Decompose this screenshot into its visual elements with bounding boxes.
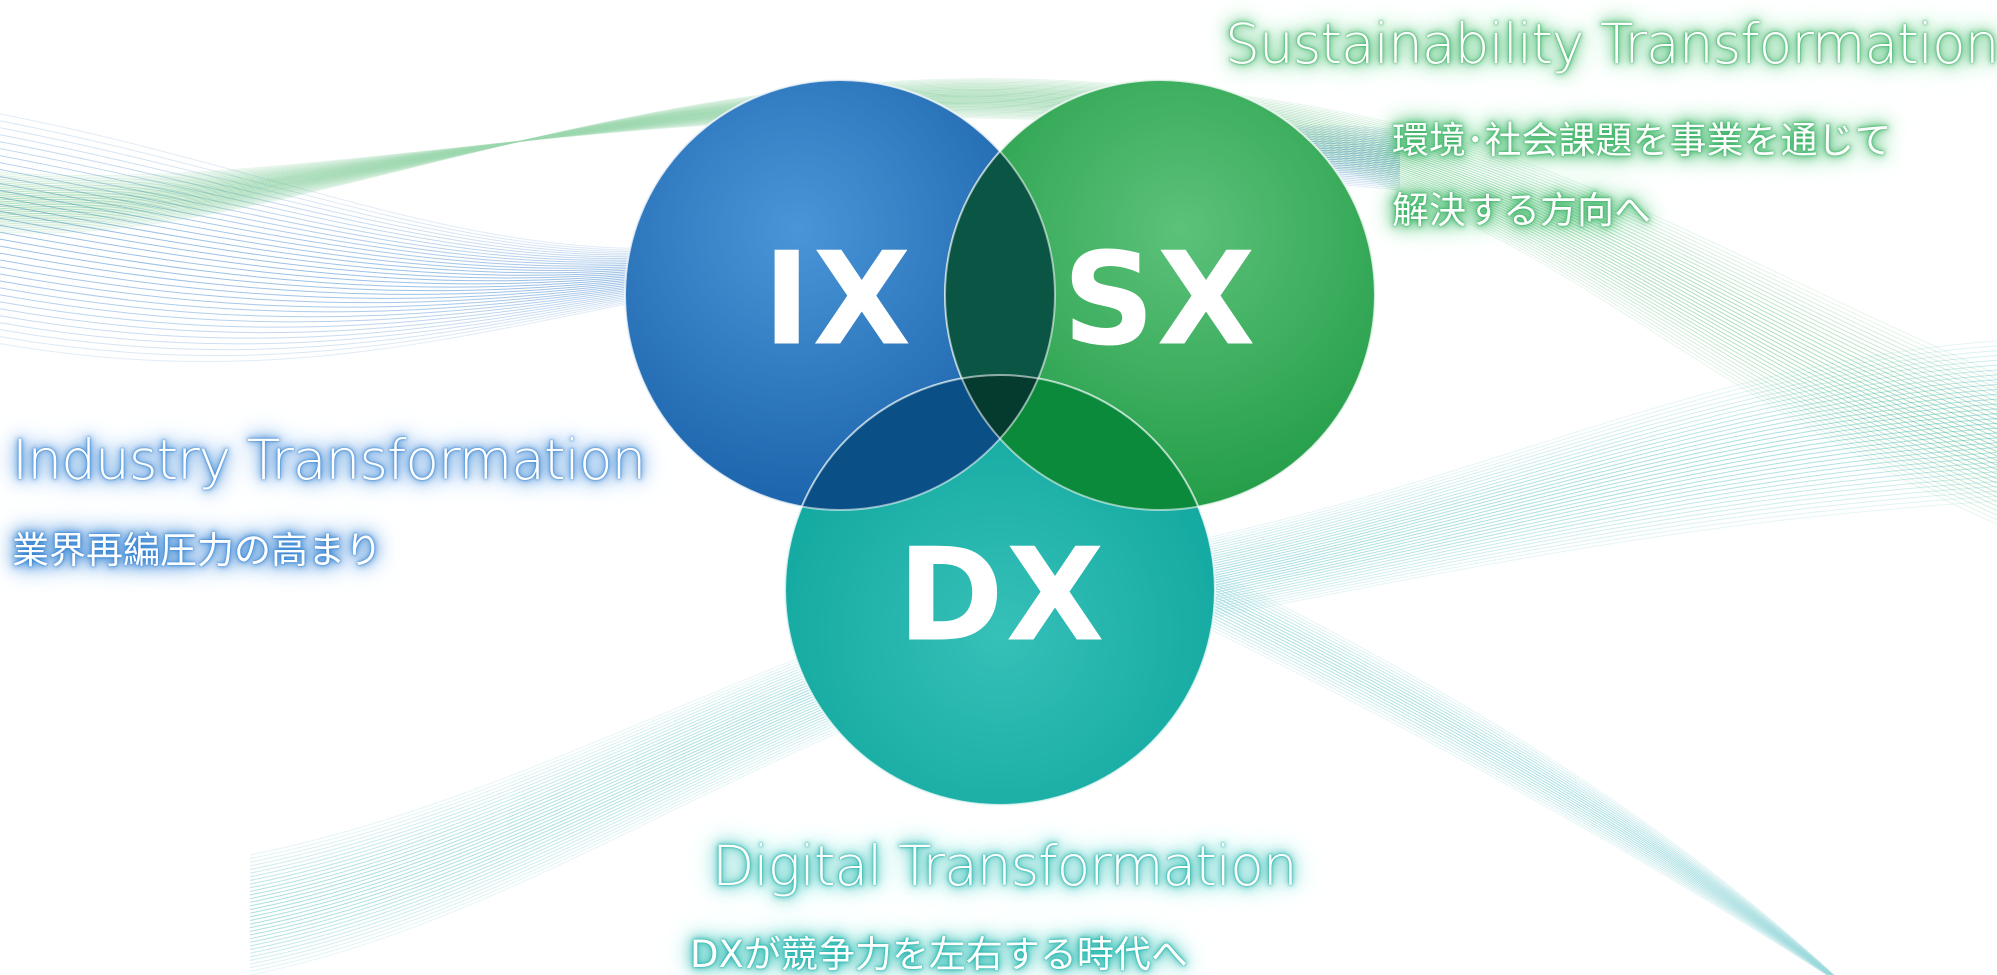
sustainability-title: Sustainability Transformation xyxy=(1225,12,1997,76)
wave-lines-green xyxy=(0,78,1997,525)
ix-dx-overlap xyxy=(785,375,1055,510)
digital-description: DXが競争力を左右する時代へ xyxy=(690,933,1188,975)
industry-title: Industry Transformation xyxy=(12,428,646,492)
ix-label: IX xyxy=(762,225,914,375)
sustainability-description-line1: 環境･社会課題を事業を通じて xyxy=(1392,119,1892,162)
sx-dx-overlap xyxy=(945,375,1215,510)
industry-description: 業界再編圧力の高まり xyxy=(12,529,382,572)
dx-label: DX xyxy=(897,521,1107,671)
sx-label: SX xyxy=(1062,225,1258,375)
digital-title: Digital Transformation xyxy=(712,834,1298,898)
sustainability-description-line2: 解決する方向へ xyxy=(1392,189,1651,232)
